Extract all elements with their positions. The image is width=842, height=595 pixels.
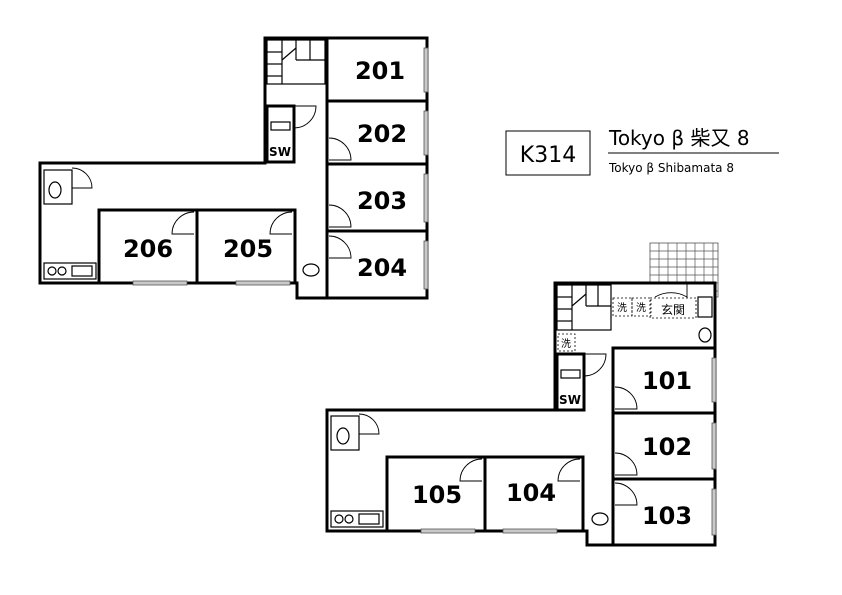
room-105[interactable] — [385, 455, 487, 533]
room-202[interactable] — [325, 99, 429, 166]
floor2-toilet-door[interactable] — [71, 167, 93, 189]
floor1-windows-east — [711, 357, 717, 536]
door-101[interactable] — [614, 386, 638, 410]
floor1-shower-door[interactable] — [583, 353, 607, 377]
property-name-en: Tokyo β Shibamata 8 — [608, 161, 734, 175]
door-205[interactable] — [269, 211, 293, 235]
floor1-stair — [556, 284, 612, 331]
washbasin-icon — [591, 512, 609, 526]
laundry-label-1: 洗 — [617, 302, 627, 314]
room-102[interactable] — [611, 411, 717, 481]
sink-icon — [358, 513, 380, 525]
floor1-toilet — [330, 415, 360, 451]
property-name-jp: Tokyo β 柴又 8 — [608, 126, 750, 150]
room-203[interactable] — [325, 162, 429, 233]
laundry-label-2: 洗 — [636, 302, 646, 314]
room-label-206: 206 — [123, 235, 173, 263]
floor2-toilet — [43, 169, 73, 205]
laundry-box-3 — [557, 333, 576, 352]
property-code: K314 — [520, 143, 576, 168]
floor2-windows-south — [132, 280, 291, 286]
floor-2: SW 201 — [38, 36, 429, 300]
laundry-box-2 — [631, 297, 652, 317]
room-label-102: 102 — [642, 433, 692, 461]
floor1-shower — [555, 352, 586, 412]
room-label-203: 203 — [357, 187, 407, 215]
floor2-shower-label: SW — [269, 145, 291, 159]
room-201[interactable] — [325, 36, 429, 103]
stove-icon — [334, 514, 344, 524]
floor2-shower-door[interactable] — [293, 105, 317, 129]
laundry-label-3: 洗 — [561, 338, 571, 350]
toilet-icon — [48, 181, 62, 199]
floor1-toilet-door[interactable] — [358, 413, 380, 435]
room-label-105: 105 — [412, 481, 462, 509]
floor2-kitchen — [43, 262, 97, 280]
shoe-rack — [697, 296, 713, 318]
door-206[interactable] — [171, 211, 195, 235]
entrance-zone — [649, 297, 697, 319]
door-203[interactable] — [328, 204, 352, 228]
stove-icon — [47, 266, 57, 276]
entrance-label: 玄関 — [661, 302, 685, 317]
room-label-202: 202 — [357, 120, 407, 148]
room-label-204: 204 — [357, 254, 407, 282]
room-label-201: 201 — [355, 57, 405, 85]
floor-1: 玄関 洗 洗 洗 SW — [325, 242, 719, 547]
door-105[interactable] — [459, 458, 483, 482]
room-label-101: 101 — [642, 367, 692, 395]
stove-icon — [57, 266, 67, 276]
washbasin-icon — [698, 327, 712, 343]
floor1-shower-label: SW — [559, 393, 581, 407]
room-label-104: 104 — [506, 479, 556, 507]
room-label-103: 103 — [642, 502, 692, 530]
washbasin-icon — [302, 263, 320, 277]
toilet-icon — [336, 427, 350, 445]
room-label-205: 205 — [223, 235, 273, 263]
door-104[interactable] — [557, 458, 581, 482]
door-204[interactable] — [328, 235, 352, 259]
property-code-box — [505, 130, 591, 176]
stove-icon — [344, 514, 354, 524]
floor1-stair-steps — [557, 285, 611, 330]
floor1-kitchen — [330, 510, 384, 528]
floor1-windows-south — [420, 528, 558, 534]
door-103[interactable] — [614, 482, 638, 506]
floor2-stair-steps — [267, 40, 325, 84]
room-101[interactable] — [611, 346, 717, 415]
floor2-shower — [265, 104, 296, 164]
room-103[interactable] — [611, 477, 717, 547]
entrance-door[interactable] — [654, 283, 688, 298]
room-104[interactable] — [483, 455, 585, 533]
sink-icon — [71, 265, 93, 277]
property-title: K314 Tokyo β 柴又 8 Tokyo β Shibamata 8 — [505, 126, 779, 176]
floor2-windows-east — [423, 47, 429, 290]
door-202[interactable] — [328, 137, 352, 161]
door-102[interactable] — [614, 452, 638, 476]
